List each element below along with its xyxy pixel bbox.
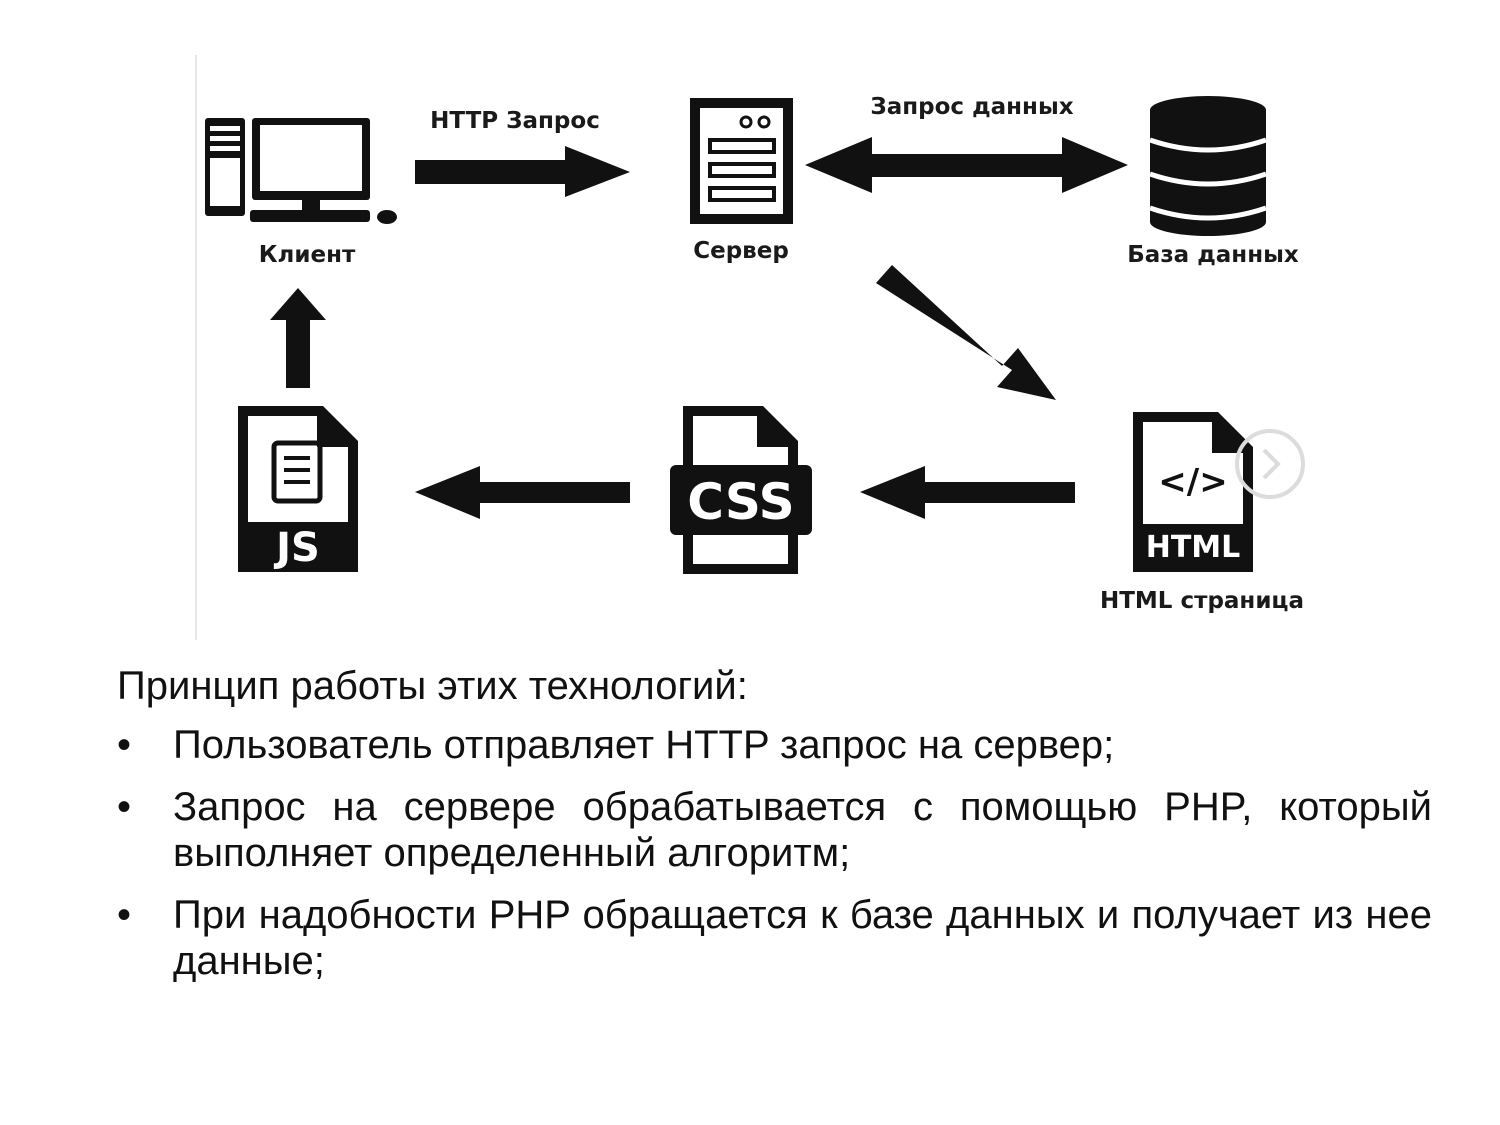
next-chevron-icon[interactable] bbox=[1235, 429, 1305, 499]
js-icon-text: JS bbox=[273, 525, 320, 571]
intro-heading: Принцип работы этих технологий: bbox=[117, 664, 748, 708]
bullet-icon: • bbox=[117, 723, 132, 767]
html-file-icon: </> HTML bbox=[1133, 412, 1253, 572]
database-icon bbox=[1149, 96, 1267, 236]
list-item-text: Пользователь отправляет HTTP запрос на с… bbox=[173, 723, 1115, 767]
server-label: Сервер bbox=[693, 238, 789, 264]
html-page-label: HTML страница bbox=[1100, 588, 1304, 614]
html-to-css-arrow bbox=[860, 466, 1075, 519]
bullet-icon: • bbox=[117, 893, 132, 937]
js-to-client-arrow bbox=[270, 288, 326, 388]
data-request-label: Запрос данных bbox=[870, 94, 1073, 120]
html-icon-text: HTML bbox=[1146, 530, 1241, 565]
list-item: • Запрос на сервере обрабатывается с пом… bbox=[117, 784, 1432, 876]
bullet-list: • Пользователь отправляет HTTP запрос на… bbox=[117, 722, 1432, 984]
data-request-arrow bbox=[805, 137, 1128, 193]
list-item-text: Запрос на сервере обрабатывается с помощ… bbox=[173, 785, 1432, 875]
list-item: • Пользователь отправляет HTTP запрос на… bbox=[117, 722, 1432, 768]
server-to-html-arrow bbox=[876, 265, 1056, 400]
http-request-arrow bbox=[415, 146, 630, 197]
scroll-icon bbox=[271, 440, 323, 504]
css-file-icon: CSS bbox=[670, 406, 812, 574]
html-tag-text: </> bbox=[1158, 462, 1227, 502]
js-file-icon: JS bbox=[238, 406, 358, 572]
css-icon-text: CSS bbox=[687, 473, 794, 531]
client-label: Клиент bbox=[259, 242, 356, 268]
css-to-js-arrow bbox=[415, 466, 630, 519]
server-icon bbox=[690, 98, 793, 224]
computer-icon bbox=[205, 118, 397, 224]
bullet-icon: • bbox=[117, 785, 132, 829]
description-text: Принцип работы этих технологий: • Пользо… bbox=[117, 660, 1432, 1000]
list-item-text: При надобности PHP обращается к базе дан… bbox=[173, 893, 1432, 983]
database-label: База данных bbox=[1127, 242, 1299, 268]
list-item: • При надобности PHP обращается к базе д… bbox=[117, 892, 1432, 984]
http-request-label: HTTP Запрос bbox=[430, 108, 600, 134]
web-architecture-diagram: Клиент HTTP Запрос Сервер Запрос данных … bbox=[195, 55, 1305, 640]
